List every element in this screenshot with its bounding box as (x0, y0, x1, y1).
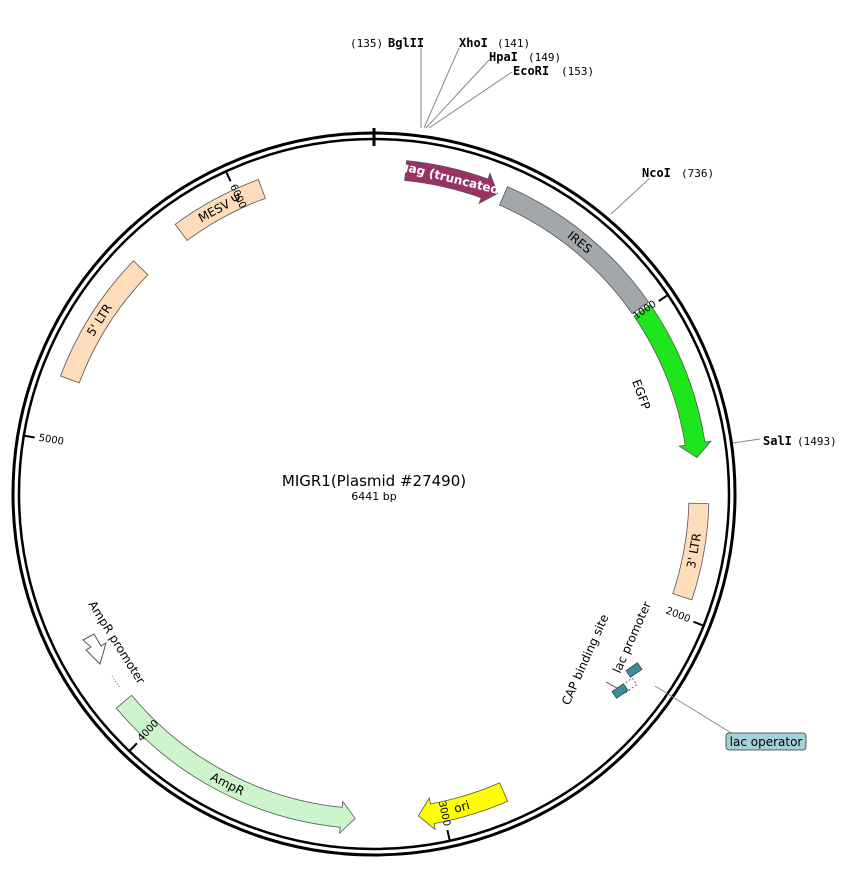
features-layer: gag (truncated)IRES EGFP 3' LTR ori AmpR 5' L… (59, 159, 712, 835)
feature-5-ltr[interactable]: 5' LTR (59, 260, 149, 384)
feature-egfp[interactable]: EGFP (629, 304, 712, 459)
tick-mark (128, 742, 138, 752)
enzyme-name: NcoI (642, 166, 671, 180)
tick-mark (23, 434, 35, 439)
feature-shape (672, 502, 710, 601)
feature-3-ltr[interactable]: 3' LTR (672, 502, 710, 601)
feature-ampr[interactable]: AmpR (115, 694, 356, 835)
tick-label: 3000 (436, 800, 452, 827)
tick-mark (225, 170, 232, 182)
feature-shape (633, 304, 712, 459)
lac-operator-callout[interactable]: lac operator (725, 732, 807, 751)
feature-shape (498, 186, 650, 315)
cap-binding-site-marker[interactable] (611, 683, 629, 699)
tick-mark (446, 829, 451, 842)
feature-ires[interactable]: IRES (498, 186, 650, 315)
feature-label: EGFP (629, 378, 653, 412)
enzyme-site-bglii[interactable]: (135) BglII (350, 36, 424, 50)
feature-shape (174, 179, 266, 241)
enzyme-pos: (135) (350, 37, 383, 50)
ampr-promoter-feature[interactable] (82, 633, 121, 689)
enzyme-pos: (153) (561, 65, 594, 78)
enzyme-site-ecori[interactable]: EcoRI (153) (513, 64, 594, 78)
lac-operator-label: lac operator (730, 735, 803, 749)
tick-label: 5000 (38, 433, 65, 448)
enzyme-name: SalI (763, 434, 792, 448)
plasmid-size: 6441 bp (351, 490, 396, 503)
feature-mesv[interactable]: MESV Ψ (174, 179, 266, 241)
enzyme-site-hpai[interactable]: HpaI (149) (489, 50, 561, 64)
enzyme-name: HpaI (489, 50, 518, 64)
enzyme-site-xhoi[interactable]: XhoI (141) (459, 36, 530, 50)
tick-mark (693, 620, 705, 627)
enzyme-lines (420, 47, 761, 444)
feature-shape (404, 160, 499, 205)
feature-shape (115, 694, 356, 835)
lac-promoter-marker[interactable] (625, 662, 643, 678)
cap-binding-site-label: CAP binding site (559, 612, 612, 707)
enzyme-site-ncoi[interactable]: NcoI (736) (642, 166, 714, 180)
feature-label: 3' LTR (684, 532, 704, 569)
enzyme-pos: (1493) (797, 435, 837, 448)
enzyme-pos: (736) (681, 167, 714, 180)
enzyme-name: XhoI (459, 36, 488, 50)
enzyme-site-sali[interactable]: SalI (1493) (763, 434, 837, 448)
enzyme-name: EcoRI (513, 64, 549, 78)
tick-mark (658, 294, 669, 302)
feature-gag-truncated[interactable]: gag (truncated) (399, 159, 506, 205)
feature-ori[interactable]: ori (417, 782, 509, 831)
enzyme-name: BglII (388, 36, 424, 50)
enzyme-pos: (149) (528, 51, 561, 64)
enzyme-pos: (141) (497, 37, 530, 50)
feature-shape (417, 782, 509, 831)
tick-label: 2000 (664, 606, 692, 626)
lac-region (605, 662, 737, 737)
feature-shape (59, 260, 149, 384)
feature-label: ori (452, 798, 471, 816)
plasmid-name: MIGR1(Plasmid #27490) (282, 472, 466, 490)
lac-promoter-label: lac promoter (610, 599, 654, 675)
